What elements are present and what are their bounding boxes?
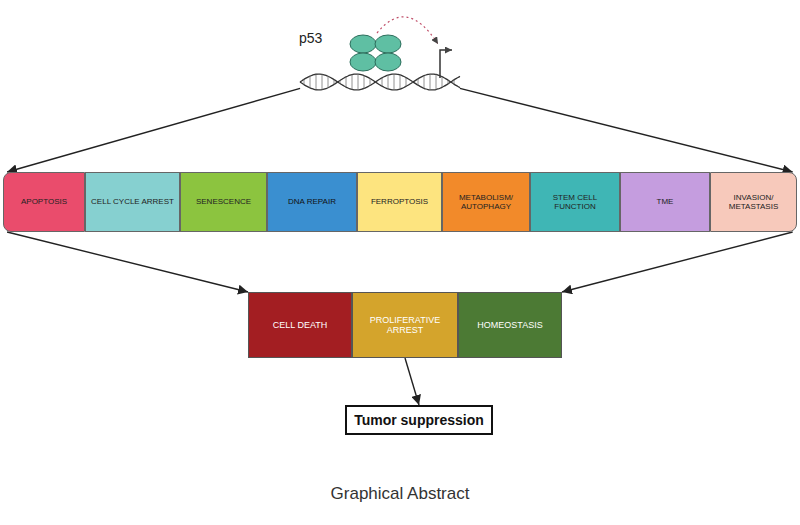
result-box: CELL DEATH <box>248 292 352 358</box>
function-box: METABOLISM/ AUTOPHAGY <box>442 172 530 232</box>
p53-protein <box>350 35 376 53</box>
p53-protein <box>350 53 376 71</box>
function-box: INVASION/ METASTASIS <box>710 172 797 232</box>
base-pair <box>424 76 425 89</box>
base-pair <box>310 76 311 88</box>
box-label: INVASION/ METASTASIS <box>713 193 794 211</box>
function-box: APOPTOSIS <box>3 172 85 232</box>
transcription-start <box>440 50 452 78</box>
box-label: DNA REPAIR <box>288 197 336 206</box>
flow-arrow <box>562 232 793 292</box>
box-label: Tumor suppression <box>354 412 484 428</box>
flow-arrow <box>405 358 419 405</box>
base-pair <box>454 80 455 84</box>
result-box: PROLIFERATIVE ARREST <box>352 292 458 358</box>
function-box: DNA REPAIR <box>267 172 357 232</box>
base-pair <box>334 80 335 85</box>
base-pair <box>394 74 395 90</box>
base-pair <box>442 77 443 88</box>
base-pair <box>346 77 347 87</box>
base-pair <box>328 76 329 88</box>
box-label: APOPTOSIS <box>21 197 67 206</box>
base-pair <box>322 74 323 89</box>
flow-arrow <box>7 232 248 292</box>
function-box: FERROPTOSIS <box>357 172 442 232</box>
function-box: CELL CYCLE ARREST <box>85 172 180 232</box>
base-pair <box>436 74 437 89</box>
flow-arrow <box>460 88 793 172</box>
dna-illustration <box>295 0 465 95</box>
function-box: STEM CELL FUNCTION <box>530 172 620 232</box>
base-pair <box>376 81 377 83</box>
base-pair <box>418 79 419 85</box>
base-pair <box>388 75 389 89</box>
base-pair <box>370 79 371 86</box>
base-pair <box>304 79 305 84</box>
base-pair <box>430 74 431 90</box>
base-pair <box>364 75 365 88</box>
base-pair <box>406 78 407 87</box>
result-box: HOMEOSTASIS <box>458 292 562 358</box>
flow-arrow <box>7 88 300 172</box>
dna-strand <box>300 74 460 90</box>
figure-caption: Graphical Abstract <box>0 484 800 504</box>
box-label: SENESCENCE <box>196 197 251 206</box>
function-box: TME <box>620 172 710 232</box>
box-label: METABOLISM/ AUTOPHAGY <box>445 193 527 211</box>
box-label: CELL DEATH <box>273 320 328 330</box>
base-pair <box>412 81 413 82</box>
protein-illustration: p53 <box>295 0 465 95</box>
base-pair <box>352 75 353 90</box>
base-pair <box>382 78 383 86</box>
box-label: TME <box>657 197 674 206</box>
base-pair <box>340 80 341 83</box>
p53-protein <box>375 35 401 53</box>
outcome-box: Tumor suppression <box>345 405 493 435</box>
box-label: CELL CYCLE ARREST <box>91 197 174 206</box>
box-label: FERROPTOSIS <box>371 197 428 206</box>
activation-arrow <box>377 17 438 44</box>
protein-label: p53 <box>299 30 322 46</box>
base-pair <box>316 74 317 90</box>
box-label: PROLIFERATIVE ARREST <box>355 315 455 336</box>
function-box: SENESCENCE <box>180 172 267 232</box>
p53-protein <box>375 53 401 71</box>
base-pair <box>448 80 449 84</box>
box-label: HOMEOSTASIS <box>477 320 542 330</box>
base-pair <box>358 74 359 90</box>
base-pair <box>400 75 401 89</box>
box-label: STEM CELL FUNCTION <box>533 193 617 211</box>
dna-strand <box>300 74 460 90</box>
